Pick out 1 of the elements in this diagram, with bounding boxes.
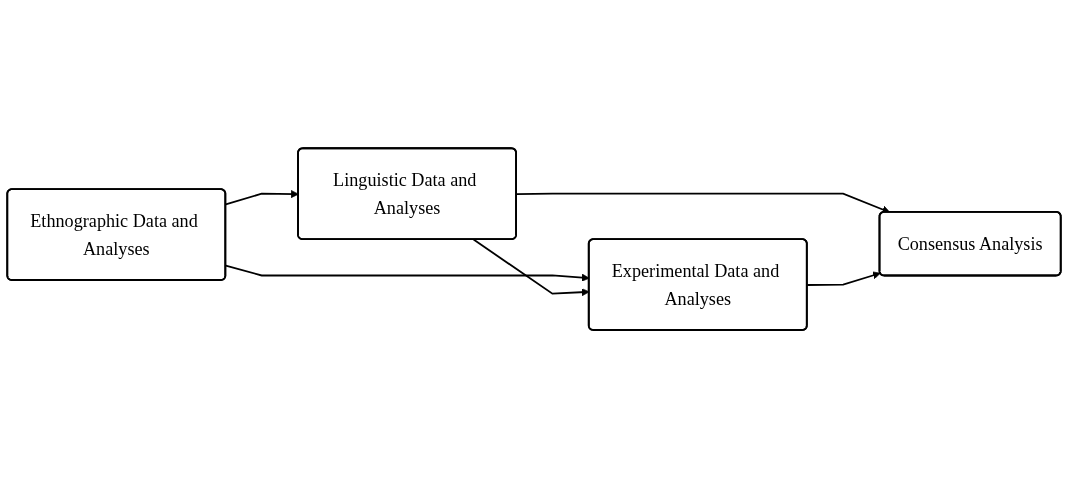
arrow (806, 271, 881, 286)
